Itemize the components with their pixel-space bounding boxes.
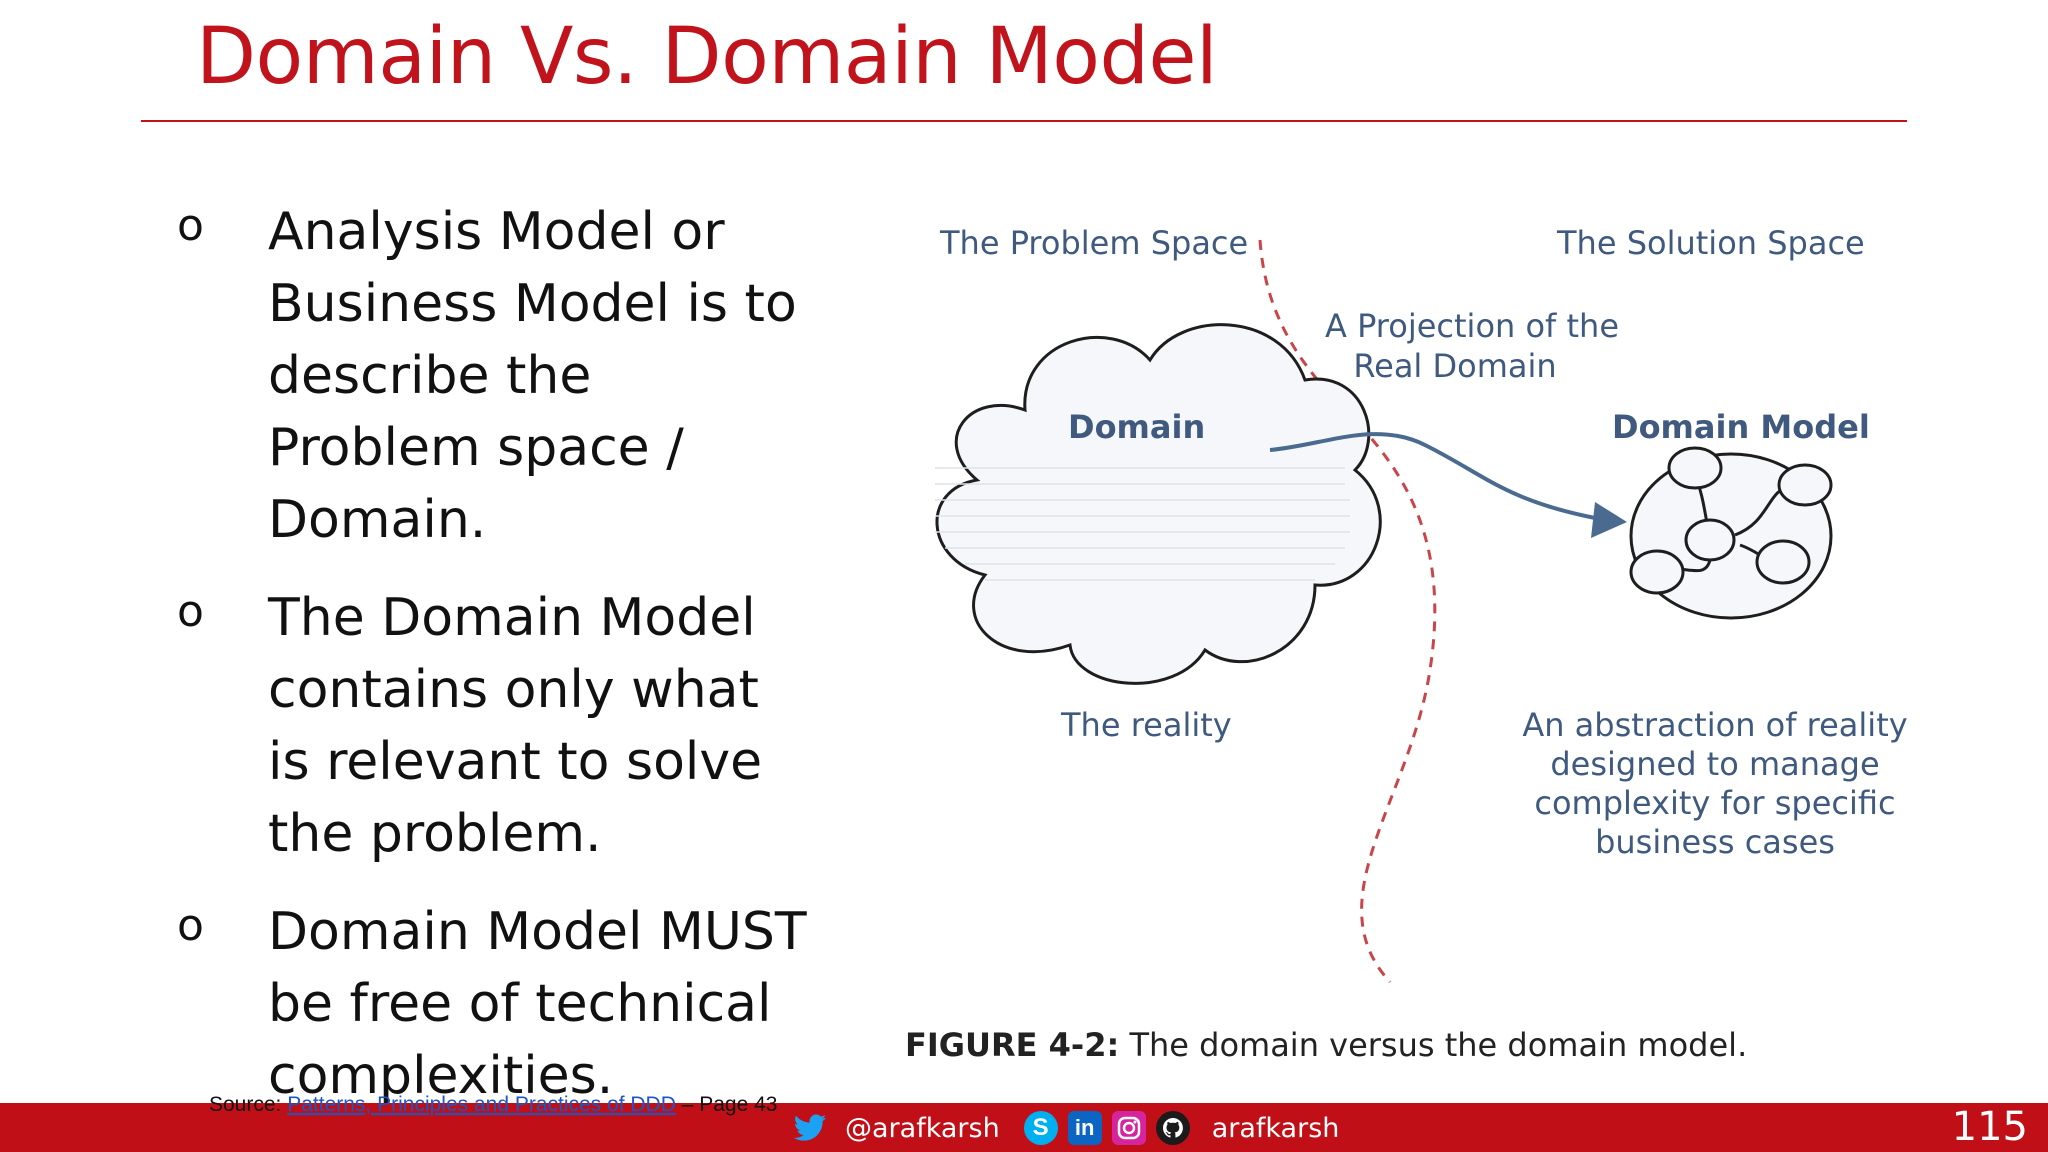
caption-label: FIGURE 4-2: [905,1026,1120,1064]
projection-label-line: Real Domain [1353,347,1557,385]
projection-label: A Projection of the Real Domain [1325,306,1619,386]
source-suffix: – Page 43 [681,1093,778,1116]
projection-label-line: A Projection of the [1325,307,1619,345]
bullet-marker: o [177,586,204,637]
source-link[interactable]: Patterns, Principles and Practices of DD… [287,1093,676,1116]
skype-icon[interactable]: S [1023,1111,1058,1145]
solution-space-label: The Solution Space [1557,224,1865,262]
projection-arrowhead [1591,502,1627,538]
abstraction-line: business cases [1595,823,1835,861]
page-number: 115 [1951,1104,2028,1150]
bullet-item: o The Domain Model contains only what is… [175,582,895,870]
social-links: @arafkarsh S in arafkarsh [793,1108,1363,1148]
problem-space-label: The Problem Space [940,224,1249,262]
github-handle[interactable]: arafkarsh [1211,1112,1340,1144]
caption-text: The domain versus the domain model. [1129,1026,1748,1064]
space-divider [1258,239,1437,984]
bullet-text: Analysis Model or Business Model is to d… [268,202,797,550]
bullet-text: Domain Model MUST be free of technical c… [268,902,807,1106]
domain-model-label: Domain Model [1612,408,1870,446]
abstraction-line: An abstraction of reality [1522,706,1908,744]
github-icon[interactable] [1155,1111,1190,1145]
twitter-icon[interactable] [793,1111,827,1145]
instagram-icon[interactable] [1111,1111,1146,1145]
domain-cloud [935,323,1382,685]
bullet-item: o Analysis Model or Business Model is to… [175,196,895,556]
figure-caption: FIGURE 4-2: The domain versus the domain… [905,1026,1747,1064]
bullet-list: o Analysis Model or Business Model is to… [175,196,895,1138]
bullet-item: o Domain Model MUST be free of technical… [175,896,895,1112]
bullet-text: The Domain Model contains only what is r… [268,588,763,864]
abstraction-line: designed to manage [1550,745,1880,783]
twitter-handle[interactable]: @arafkarsh [845,1112,1000,1144]
source-prefix: Source: [209,1093,282,1116]
linkedin-icon[interactable]: in [1067,1111,1102,1145]
projection-arrow [1269,432,1596,520]
figure-graphics [935,239,1833,984]
slide-title: Domain Vs. Domain Model [196,12,1218,102]
domain-figure: The Problem Space The Solution Space A P… [905,200,1925,1100]
abstraction-label: An abstraction of reality designed to ma… [1505,706,1925,862]
cloud-shading [935,467,1350,581]
source-citation: Source: Patterns, Principles and Practic… [209,1093,777,1117]
bullet-marker: o [177,900,204,951]
model-nodes [1629,446,1833,595]
title-underline [141,120,1907,122]
reality-label: The reality [1061,706,1232,744]
abstraction-line: complexity for specific [1534,784,1896,822]
domain-label: Domain [1068,408,1206,446]
bullet-marker: o [177,200,204,251]
